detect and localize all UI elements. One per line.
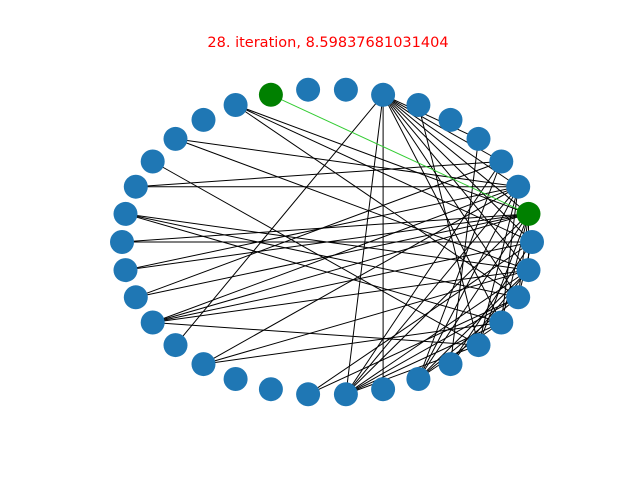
graph-edge [175,138,529,271]
graph-node [123,285,148,310]
graph-node [406,367,431,391]
graph-edge [345,213,529,395]
graph-node [223,367,248,391]
graph-node [520,230,544,254]
graph-node [333,77,358,102]
graph-node [113,201,138,226]
graph-node [113,258,138,283]
graph-edge [307,296,519,395]
graph-edge [478,186,519,346]
graph-edge [125,213,519,298]
graph-title: 28. iteration, 8.59837681031404 [207,35,449,51]
graph-edge [152,161,479,346]
graph-edge [235,104,529,215]
graph-node [258,377,283,402]
graph-node [371,377,396,402]
graph-node-highlighted [258,82,283,107]
graph-node [516,258,541,283]
graph-node [466,126,491,151]
graph-node [110,230,134,254]
graph-node [406,93,431,117]
graph-edge [500,213,529,323]
graph-edge [382,94,479,140]
highlighted-edge [270,94,529,215]
graph-edge [152,213,529,323]
graph-edge [175,138,519,188]
graph-edge [345,161,502,395]
graph-node [489,310,514,335]
graph-edge [345,94,384,395]
edges-layer [121,94,533,395]
graph-node [140,149,165,174]
graph-node [163,126,188,151]
graph-node [123,174,148,199]
graph-edge [152,186,519,323]
graph-node [296,382,321,407]
graph-edge [235,104,533,243]
graph-edge [203,269,529,365]
graph-edge [203,186,519,365]
graph-node [163,333,188,358]
graph-edge [307,241,533,395]
graph-node [506,285,531,310]
graph-edge [125,213,529,271]
graph-node [140,310,165,335]
graph-node [506,174,531,199]
graph-edge [417,186,519,380]
graph-edge [345,296,519,395]
graph-node [466,333,491,358]
graph-node [489,149,514,174]
graph-node-highlighted [516,201,541,226]
graph-edge [152,241,533,323]
graph-node [438,107,463,132]
graph-edge [345,186,519,395]
graph-edge [417,213,529,380]
graph-edge [135,161,502,188]
graph-node [191,107,216,132]
graph-edge [500,186,519,323]
nodes-layer [110,77,544,407]
graph-edge [235,104,519,298]
graph-node [333,382,358,407]
graph-edge [175,94,384,346]
graph-node [191,352,216,377]
graph-edge [450,241,533,365]
graph-edge [382,94,533,243]
graph-edge [135,161,502,298]
graph-edge [125,213,502,323]
graph-edge [478,213,529,346]
graph-edge [517,213,529,298]
graph-edge [345,269,529,395]
graph-edge [152,269,529,323]
graph-node [223,93,248,117]
graph-edge [450,138,479,365]
graph-node [296,77,321,102]
graph-node [438,352,463,377]
graph-edge [417,104,479,346]
graph-node [371,82,396,107]
graph-edge [152,322,479,346]
